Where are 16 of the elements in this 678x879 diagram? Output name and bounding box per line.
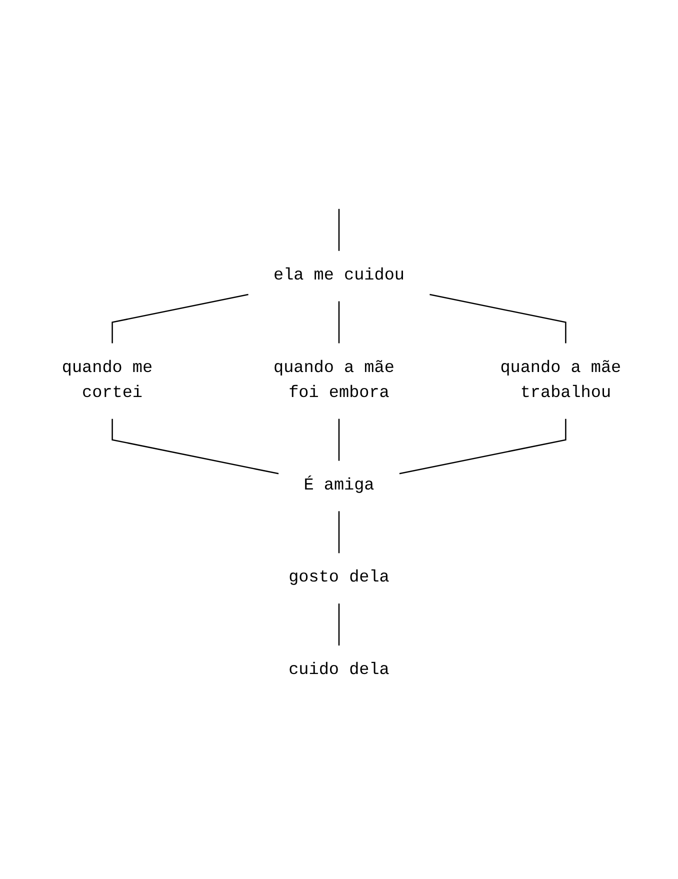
connector-line bbox=[399, 418, 566, 474]
node-text: quando a mãe foi embora bbox=[273, 358, 394, 403]
connector-line bbox=[112, 294, 248, 343]
connector-line bbox=[112, 418, 279, 474]
connector-line bbox=[338, 510, 340, 553]
connector-line bbox=[338, 418, 340, 460]
connector-line bbox=[430, 294, 566, 343]
node-text: ela me cuidou bbox=[273, 266, 404, 285]
node-text: cuido dela bbox=[288, 660, 390, 680]
node-text: quando a mãe trabalhou bbox=[500, 358, 622, 403]
node-text: gosto dela bbox=[288, 568, 390, 588]
connector-line bbox=[338, 208, 340, 251]
node-text: É amiga bbox=[304, 476, 374, 495]
node-text: quando me cortei bbox=[62, 358, 153, 403]
connector-line bbox=[338, 300, 340, 343]
connector-line bbox=[338, 603, 340, 646]
